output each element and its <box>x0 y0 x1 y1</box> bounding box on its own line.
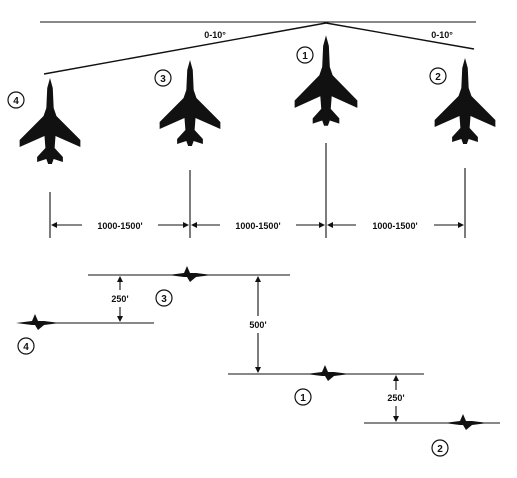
spacing-label-3-1: 1000-1500' <box>235 221 280 231</box>
angle-label-left: 0-10° <box>204 30 226 40</box>
jet-1-number: 1 <box>302 51 308 62</box>
bearing-line-left <box>43 22 327 75</box>
spacing-dimension-4-3: 1000-1500' <box>51 221 189 231</box>
spacing-label-4-3: 1000-1500' <box>97 221 142 231</box>
jet-2-number: 2 <box>435 72 441 83</box>
jet-2-side-number: 2 <box>437 444 443 455</box>
vertical-separation-3-1: 500' <box>249 276 267 373</box>
jet-4-side-icon <box>16 314 60 330</box>
jet-3-number-badge: 3 <box>154 69 172 87</box>
jet-4-side-number-badge: 4 <box>17 337 35 355</box>
bearing-line-right <box>325 22 475 50</box>
vertical-separation-4-3: 250' <box>111 276 129 322</box>
separation-label-3-1: 500' <box>249 320 266 330</box>
jet-3-side-number-badge: 3 <box>155 289 173 307</box>
jet-3-side-number: 3 <box>161 294 167 305</box>
jet-1-side-number: 1 <box>300 393 306 404</box>
jet-1-side-icon <box>306 365 350 381</box>
jet-2-side-icon <box>444 414 488 430</box>
jet-4-number-badge: 4 <box>7 91 25 109</box>
jet-2-side-number-badge: 2 <box>431 439 449 457</box>
vertical-separation-1-2: 250' <box>387 375 405 422</box>
jet-4-top-icon <box>19 78 81 164</box>
jet-2-number-badge: 2 <box>429 67 447 85</box>
jet-1-number-badge: 1 <box>296 46 314 64</box>
separation-label-1-2: 250' <box>387 393 404 403</box>
separation-label-4-3: 250' <box>111 294 128 304</box>
spacing-dimension-1-2: 1000-1500' <box>327 221 464 231</box>
spacing-label-1-2: 1000-1500' <box>372 221 417 231</box>
angle-label-right: 0-10° <box>431 30 453 40</box>
jet-4-number: 4 <box>13 96 19 107</box>
jet-1-side-number-badge: 1 <box>294 388 312 406</box>
jet-3-side-icon <box>168 266 212 282</box>
spacing-dimension-3-1: 1000-1500' <box>191 221 325 231</box>
jet-3-number: 3 <box>160 74 166 85</box>
jet-4-side-number: 4 <box>23 342 29 353</box>
